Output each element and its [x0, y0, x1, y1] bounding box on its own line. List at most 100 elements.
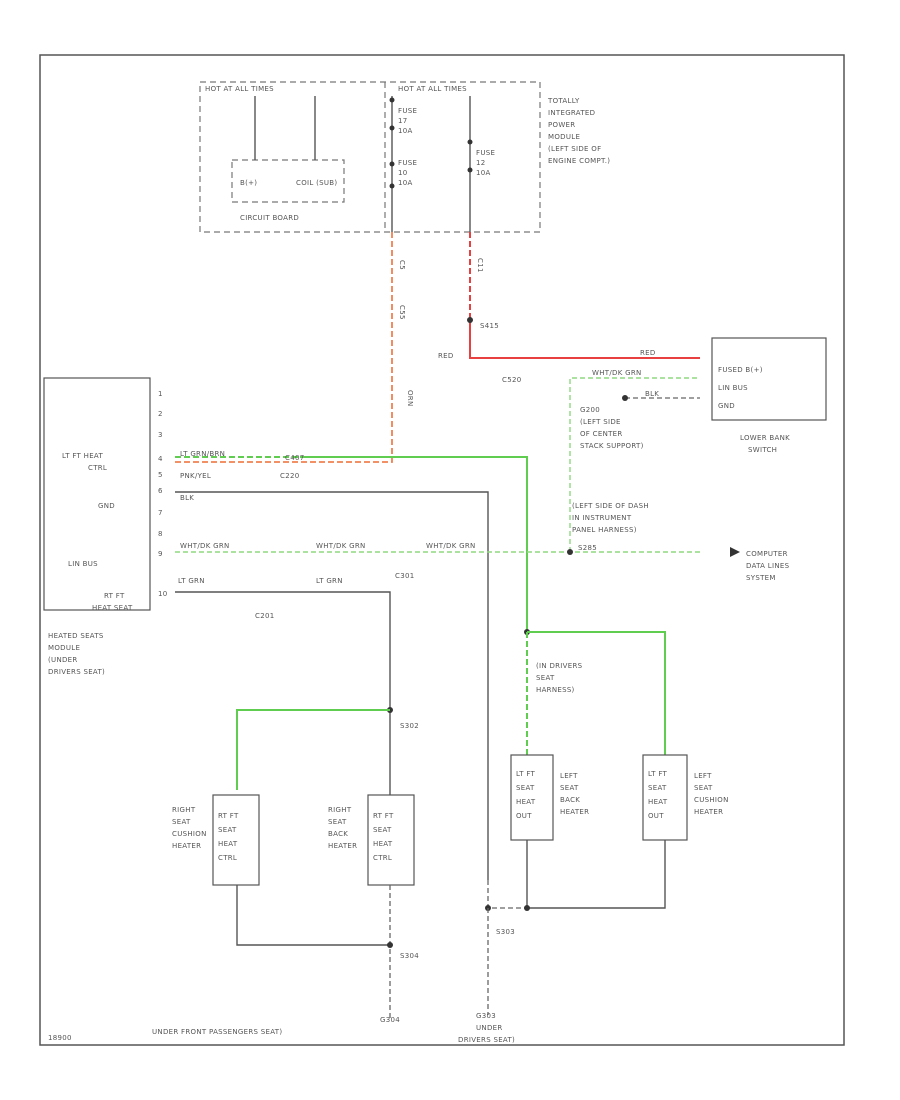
lt-seat-cushion-heater: LT FT SEAT HEAT OUT LEFT SEAT CUSHION HE…: [642, 754, 729, 841]
svg-text:LT GRN/BRN: LT GRN/BRN: [180, 450, 225, 458]
svg-text:9: 9: [158, 550, 163, 558]
heated-seats-module: [43, 377, 151, 611]
module-pins: 1 2 3 4 5 6 7 8 9 10: [158, 390, 167, 598]
svg-text:LT GRN: LT GRN: [178, 577, 205, 585]
svg-text:SYSTEM: SYSTEM: [746, 574, 776, 582]
svg-text:12: 12: [476, 159, 486, 167]
svg-text:5: 5: [158, 471, 163, 479]
svg-text:G303: G303: [476, 1012, 496, 1020]
svg-text:BACK: BACK: [560, 796, 580, 804]
wire-pnk-yel: [175, 232, 393, 463]
svg-text:PNK/YEL: PNK/YEL: [180, 472, 211, 480]
svg-text:C11: C11: [476, 258, 484, 273]
svg-text:6: 6: [158, 487, 163, 495]
svg-text:S302: S302: [400, 722, 419, 730]
svg-text:17: 17: [398, 117, 408, 125]
svg-text:GND: GND: [98, 502, 115, 510]
svg-text:OF CENTER: OF CENTER: [580, 430, 623, 438]
svg-text:SWITCH: SWITCH: [748, 446, 777, 454]
svg-text:LOWER BANK: LOWER BANK: [740, 434, 790, 442]
svg-text:DRIVERS SEAT): DRIVERS SEAT): [48, 668, 105, 676]
fuse-12-label: FUSE: [476, 149, 495, 157]
lower-bank-switch: [711, 337, 827, 421]
wire-lt-grn: [175, 591, 391, 880]
hot-at-all-times-left: HOT AT ALL TIMES: [205, 85, 274, 93]
fuse-17-label: FUSE: [398, 107, 417, 115]
svg-text:HEATER: HEATER: [560, 808, 589, 816]
svg-text:S303: S303: [496, 928, 515, 936]
svg-text:ORN: ORN: [406, 390, 414, 407]
svg-text:LT FT HEAT: LT FT HEAT: [62, 452, 103, 460]
svg-text:3: 3: [158, 431, 163, 439]
svg-text:HEATER: HEATER: [694, 808, 723, 816]
svg-text:C55: C55: [398, 305, 406, 320]
svg-text:RIGHT: RIGHT: [328, 806, 352, 814]
svg-text:HEAT: HEAT: [373, 840, 393, 848]
svg-text:G200: G200: [580, 406, 600, 414]
svg-text:10A: 10A: [476, 169, 491, 177]
svg-text:BACK: BACK: [328, 830, 348, 838]
wire-lin-to-switch: [569, 377, 700, 552]
svg-text:GND: GND: [718, 402, 735, 410]
svg-text:LT FT: LT FT: [648, 770, 668, 778]
svg-text:(UNDER: (UNDER: [48, 656, 78, 664]
svg-text:POWER: POWER: [548, 121, 575, 129]
svg-text:IN INSTRUMENT: IN INSTRUMENT: [572, 514, 632, 522]
svg-text:SEAT: SEAT: [694, 784, 713, 792]
svg-text:PANEL HARNESS): PANEL HARNESS): [572, 526, 637, 534]
svg-text:OUT: OUT: [648, 812, 664, 820]
circuit-board-box: [231, 159, 345, 203]
svg-text:10A: 10A: [398, 127, 413, 135]
svg-text:RT FT: RT FT: [373, 812, 394, 820]
svg-text:SEAT: SEAT: [516, 784, 535, 792]
svg-text:C5: C5: [398, 260, 406, 270]
svg-text:LEFT: LEFT: [560, 772, 578, 780]
tipm-label: TOTALLY INTEGRATED POWER MODULE (LEFT SI…: [547, 97, 610, 165]
svg-text:C407: C407: [285, 454, 304, 462]
svg-text:HEAT: HEAT: [218, 840, 238, 848]
s285-note: (LEFT SIDE OF DASH IN INSTRUMENT PANEL H…: [572, 502, 649, 534]
svg-text:CTRL: CTRL: [373, 854, 392, 862]
circuit-board-label: CIRCUIT BOARD: [240, 214, 299, 222]
svg-text:SEAT: SEAT: [536, 674, 555, 682]
svg-text:(LEFT SIDE: (LEFT SIDE: [580, 418, 621, 426]
svg-text:HEAT: HEAT: [516, 798, 536, 806]
svg-text:MODULE: MODULE: [548, 133, 580, 141]
svg-text:ENGINE COMPT.): ENGINE COMPT.): [548, 157, 610, 165]
svg-text:BLK: BLK: [645, 390, 659, 398]
svg-text:OUT: OUT: [516, 812, 532, 820]
svg-text:BLK: BLK: [180, 494, 194, 502]
conn-c520: C520: [502, 376, 521, 384]
rt-seat-cushion-heater: RT FT SEAT HEAT CTRL RIGHT SEAT CUSHION …: [172, 794, 260, 886]
svg-text:WHT/DK GRN: WHT/DK GRN: [592, 369, 642, 377]
relay-b-plus: B(+): [240, 179, 257, 187]
svg-text:SEAT: SEAT: [648, 784, 667, 792]
svg-text:LT GRN: LT GRN: [316, 577, 343, 585]
svg-text:LIN BUS: LIN BUS: [718, 384, 748, 392]
svg-text:(LEFT SIDE OF: (LEFT SIDE OF: [548, 145, 601, 153]
svg-text:CUSHION: CUSHION: [694, 796, 729, 804]
svg-text:SEAT: SEAT: [560, 784, 579, 792]
svg-text:10: 10: [398, 169, 408, 177]
svg-text:WHT/DK GRN: WHT/DK GRN: [180, 542, 230, 550]
module-title: HEATED SEATS MODULE (UNDER DRIVERS SEAT): [48, 632, 105, 676]
svg-text:TOTALLY: TOTALLY: [547, 97, 580, 105]
svg-text:7: 7: [158, 509, 163, 517]
svg-text:DATA LINES: DATA LINES: [746, 562, 790, 570]
svg-text:LEFT: LEFT: [694, 772, 712, 780]
svg-text:RIGHT: RIGHT: [172, 806, 196, 814]
svg-text:(LEFT SIDE OF DASH: (LEFT SIDE OF DASH: [572, 502, 649, 510]
svg-text:HEATER: HEATER: [328, 842, 357, 850]
svg-text:INTEGRATED: INTEGRATED: [548, 109, 595, 117]
svg-text:SEAT: SEAT: [218, 826, 237, 834]
svg-text:WHT/DK GRN: WHT/DK GRN: [316, 542, 366, 550]
svg-text:MODULE: MODULE: [48, 644, 80, 652]
g303-label: G303 UNDER DRIVERS SEAT): [458, 1012, 515, 1044]
svg-text:4: 4: [158, 455, 163, 463]
svg-text:G304: G304: [380, 1016, 400, 1024]
in-drivers-seat: (IN DRIVERS SEAT HARNESS): [536, 662, 582, 694]
svg-text:COMPUTER: COMPUTER: [746, 550, 788, 558]
hot-at-all-times-right: HOT AT ALL TIMES: [398, 85, 467, 93]
splice-s415: S415: [480, 322, 499, 330]
